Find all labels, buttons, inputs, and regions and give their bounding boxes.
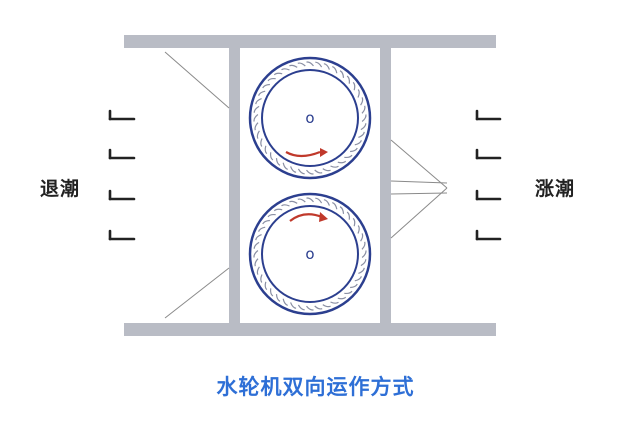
frame-left-post (229, 48, 240, 323)
wheel-inner-ring (261, 69, 359, 167)
wheel-blades (253, 197, 367, 311)
rotation-arrow (285, 148, 328, 158)
wheel-outer-ring (248, 56, 372, 180)
frame-bottom-bar (124, 323, 496, 336)
flow-arrow (475, 148, 502, 160)
wheel-hub: o (305, 245, 314, 263)
flow-arrow (475, 229, 502, 241)
ebb-tide-label: 退潮 (40, 178, 81, 200)
lower-wheel: o (248, 192, 372, 316)
flow-arrow (108, 148, 136, 160)
flood-tide-label: 涨潮 (535, 178, 576, 200)
frame-top-bar (124, 35, 496, 48)
wheel-inner-ring (261, 205, 359, 303)
wheel-hub: o (305, 109, 314, 127)
rotation-arrow (289, 212, 328, 222)
flow-arrow (108, 229, 136, 241)
flow-arrow (108, 189, 136, 201)
diagram-caption: 水轮机双向运作方式 (216, 375, 415, 399)
flow-arrow (475, 189, 502, 201)
flow-arrow (475, 109, 502, 121)
wheel-blades (253, 61, 367, 175)
flow-arrow (108, 109, 136, 121)
left-flow-arrows (108, 109, 136, 241)
guide-lines (164, 51, 448, 319)
frame-right-post (380, 48, 391, 323)
right-flow-arrows (475, 109, 502, 241)
wheel-outer-ring (248, 192, 372, 316)
upper-wheel: o (248, 56, 372, 180)
